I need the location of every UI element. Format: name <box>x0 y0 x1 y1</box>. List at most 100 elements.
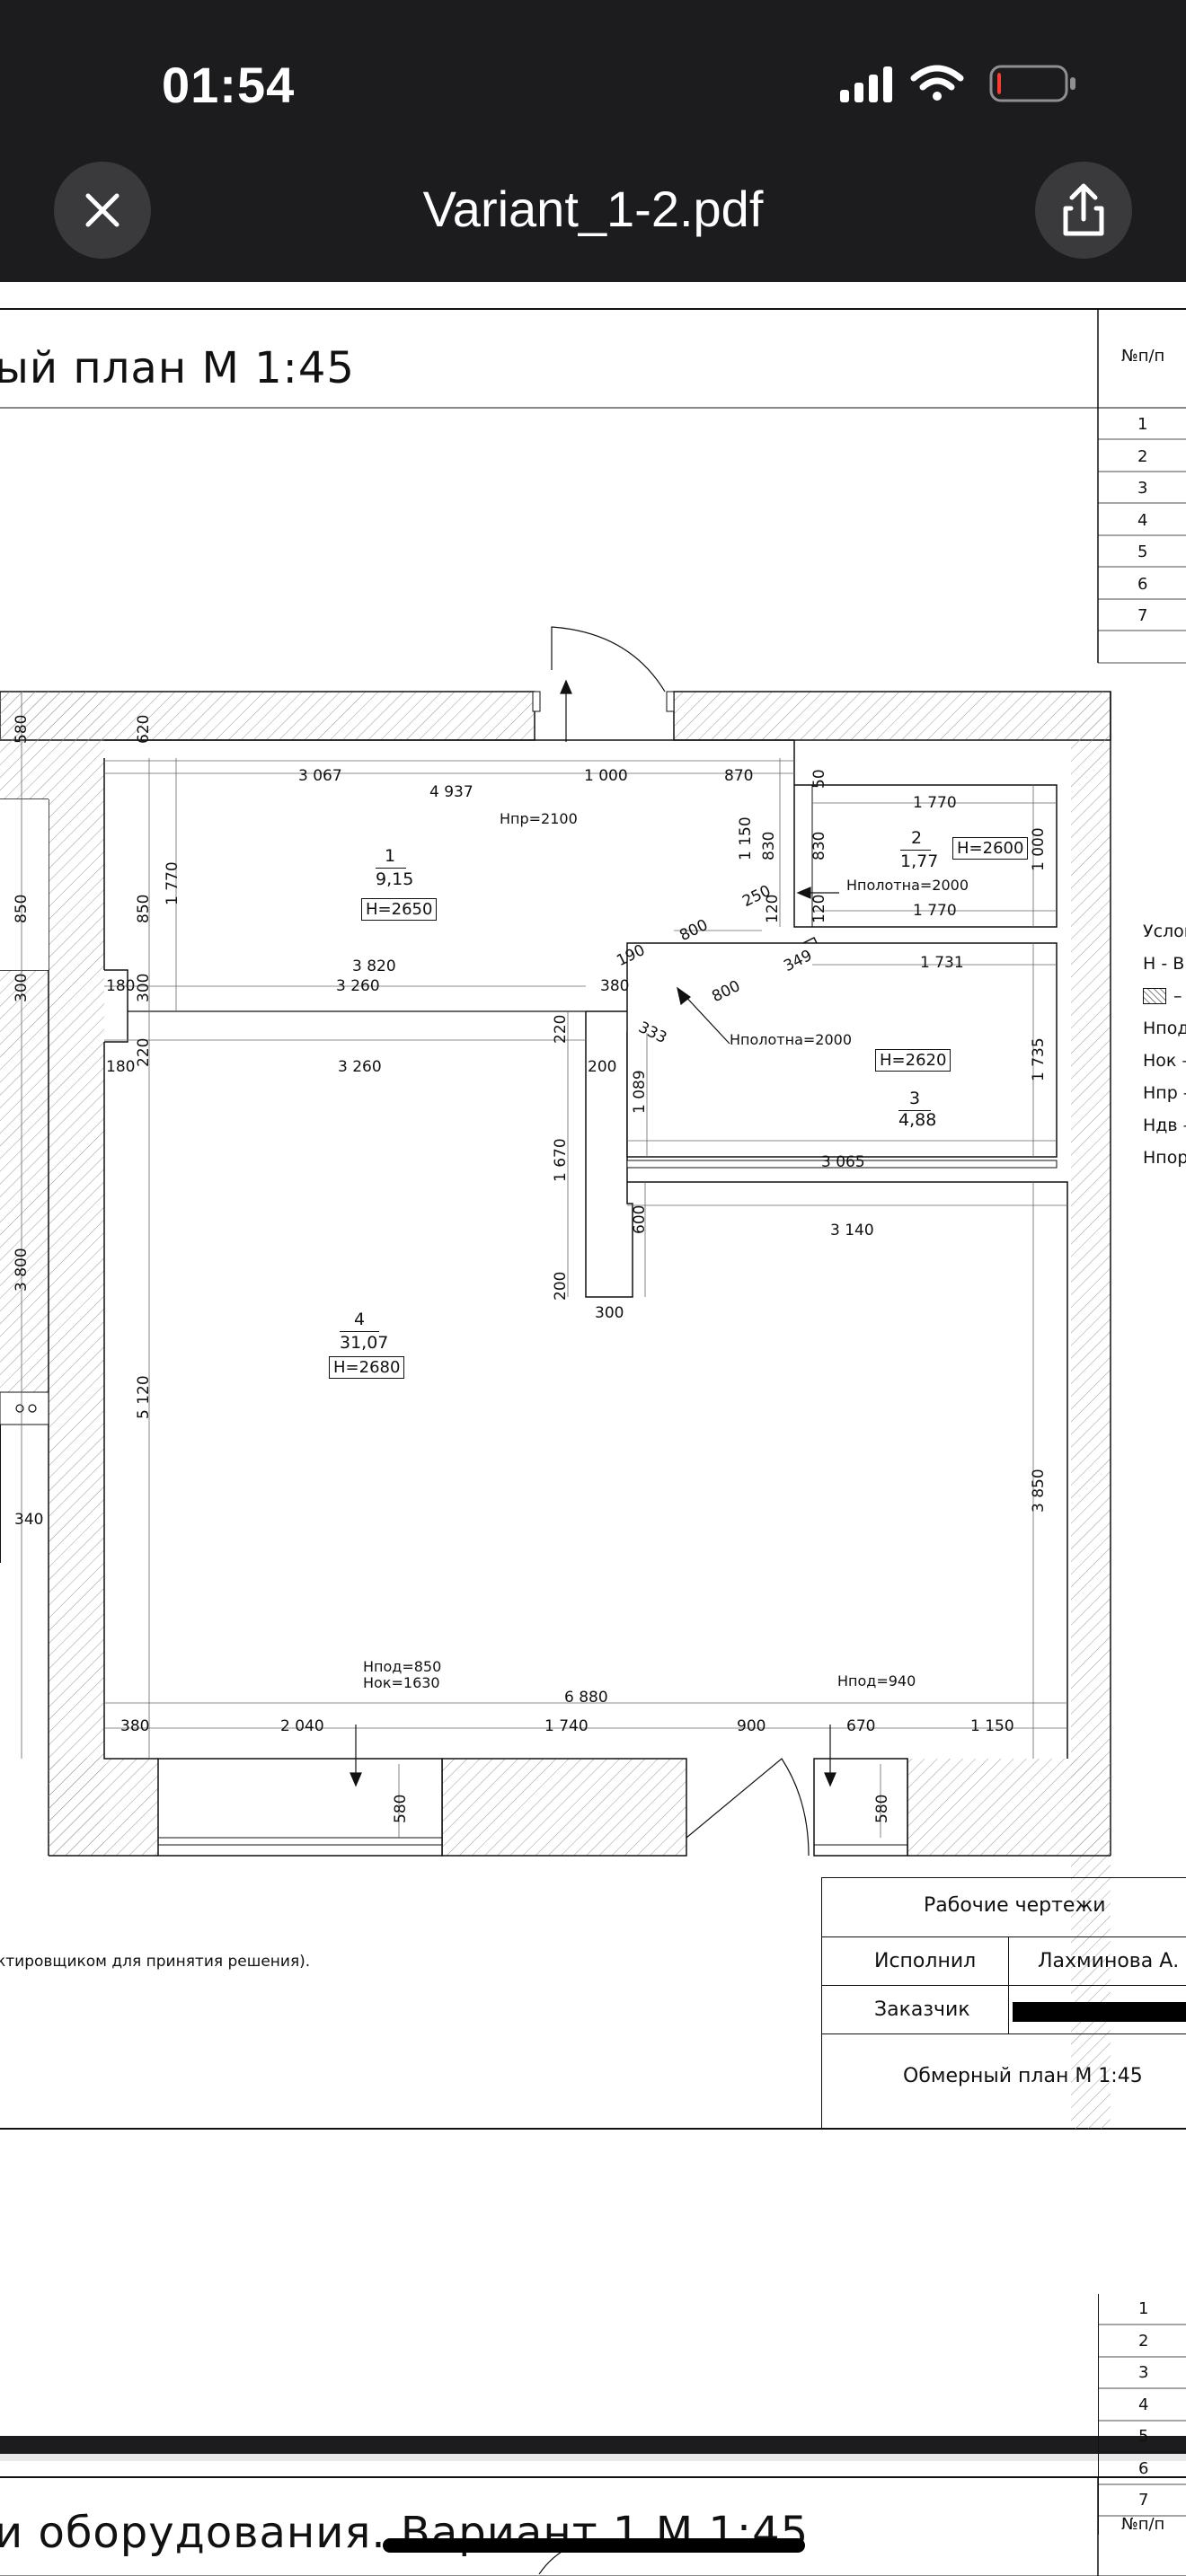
dimension-label: 200 <box>588 1058 617 1076</box>
note: Нпр=2100 <box>500 810 578 827</box>
room-number: 1 <box>385 846 396 866</box>
pdf-viewer[interactable]: ый план М 1:45 №п/п 1 2 3 4 5 6 7 Услов … <box>0 282 1186 2576</box>
page2-table-lines <box>1099 2324 1186 2517</box>
dimension-label: 1 740 <box>544 1717 589 1735</box>
legend-item: Н - В <box>1143 954 1185 974</box>
dimension-label: 850 <box>13 894 31 923</box>
room-divider <box>900 850 931 851</box>
room-number: 4 <box>354 1310 366 1329</box>
title-block-header: Рабочие чертежи <box>924 1894 1106 1917</box>
room-divider <box>376 868 406 869</box>
note: Нпод=850 <box>363 1658 442 1675</box>
dimension-label: 870 <box>724 767 754 785</box>
room-area: 4,88 <box>898 1110 937 1130</box>
status-icons <box>840 65 1075 102</box>
dimension-label: 220 <box>552 1014 570 1044</box>
dimension-label: 200 <box>552 1271 570 1301</box>
table-row: 2 <box>1138 2332 1149 2351</box>
executor-label: Исполнил <box>874 1950 977 1972</box>
room-divider <box>340 1331 379 1332</box>
dimension-label: 1 770 <box>913 794 957 812</box>
table-row: 1 <box>1138 2299 1149 2318</box>
dimension-label: 850 <box>135 894 153 923</box>
dimension-label: 3 800 <box>13 1248 31 1292</box>
table-row: 7 <box>1137 606 1148 625</box>
home-indicator[interactable] <box>383 2538 805 2553</box>
table-row: 5 <box>1138 2427 1149 2446</box>
dimension-label: 1 000 <box>1030 827 1048 871</box>
executor-name: Лахминова А. <box>1038 1950 1180 1972</box>
dimension-label: 340 <box>14 1511 44 1529</box>
dimension-label: 180 <box>106 1058 136 1076</box>
page-separator-shadow <box>0 2454 1186 2461</box>
executor-row: Исполнил Лахминова А. <box>822 1937 1186 1986</box>
dimension-label: 580 <box>13 714 31 744</box>
dimension-label: 300 <box>595 1304 624 1322</box>
table-row: 4 <box>1138 2395 1149 2414</box>
dimension-label: 1 150 <box>970 1717 1014 1735</box>
table-header: №п/п <box>1121 2515 1165 2534</box>
note: Нполотна=2000 <box>730 1031 853 1048</box>
title-block: Рабочие чертежи Исполнил Лахминова А. За… <box>821 1877 1186 2129</box>
dimension-label: 120 <box>810 894 828 923</box>
signal-bars-icon <box>840 66 892 102</box>
page2-table: 1 2 3 4 5 6 7 <box>1098 2294 1186 2535</box>
status-time: 01:54 <box>162 57 296 113</box>
dimension-label: 300 <box>135 973 153 1002</box>
note: Нпод=940 <box>837 1672 916 1689</box>
room-area: 31,07 <box>340 1333 389 1353</box>
dimension-label: 830 <box>760 831 778 860</box>
room-area: 9,15 <box>376 869 414 889</box>
dimension-label: 120 <box>764 894 782 923</box>
dimension-label: 1 089 <box>631 1070 649 1114</box>
battery-low-icon <box>989 65 1075 102</box>
dimension-label: 5 120 <box>135 1375 153 1419</box>
table-header: №п/п <box>1121 347 1165 366</box>
sheet-title: ый план М 1:45 <box>0 343 355 393</box>
dimension-label: 1 150 <box>737 816 755 860</box>
table-row: 6 <box>1138 2459 1149 2478</box>
table-row: 5 <box>1137 543 1148 561</box>
legend-item: Ндв – <box>1143 1116 1186 1135</box>
dimension-label: 580 <box>392 1794 410 1823</box>
dimension-label: 380 <box>600 977 630 995</box>
customer-label-cell: Заказчик <box>822 1986 1009 2034</box>
dimension-label: 620 <box>135 714 153 744</box>
customer-row: Заказчик <box>822 1986 1186 2034</box>
legend-item: Нпор – <box>1143 1148 1186 1168</box>
legend-item: Нпод – <box>1143 1019 1186 1038</box>
room-height: H=2680 <box>329 1356 405 1379</box>
legend-item: Услов <box>1143 922 1186 941</box>
table-row: 2 <box>1137 447 1148 466</box>
dimension-label: 3 067 <box>298 767 342 785</box>
customer-label: Заказчик <box>874 1998 970 2021</box>
dimension-label: 2 040 <box>280 1717 324 1735</box>
legend-item: Нок – <box>1143 1051 1186 1071</box>
share-icon <box>1063 183 1104 236</box>
dimension-label: 1 670 <box>552 1138 570 1182</box>
table-row: 1 <box>1137 415 1148 434</box>
dimension-label: 1 731 <box>920 954 964 972</box>
legend-item: Нпр – <box>1143 1083 1186 1103</box>
footnote: ктировщиком для принятия решения). <box>0 1953 311 1971</box>
room-divider <box>898 1110 931 1111</box>
close-button[interactable] <box>54 162 151 259</box>
dimension-label: 380 <box>120 1717 150 1735</box>
share-button[interactable] <box>1035 162 1132 259</box>
table-row: 3 <box>1137 479 1148 498</box>
table-row: 4 <box>1137 511 1148 530</box>
dimension-label: 6 880 <box>564 1689 608 1707</box>
room-height: H=2620 <box>875 1049 951 1072</box>
dimension-label: 1 735 <box>1030 1037 1048 1081</box>
dimension-label: 670 <box>846 1717 876 1735</box>
room-number: 2 <box>911 828 923 848</box>
dimension-label: 300 <box>13 973 31 1002</box>
table-row: 7 <box>1138 2491 1149 2510</box>
dimension-label: 220 <box>135 1037 153 1067</box>
dimension-label: 3 260 <box>338 1058 382 1076</box>
dimension-label: 1 000 <box>584 767 628 785</box>
dimension-label: 3 140 <box>830 1222 874 1239</box>
sheet-name: Обмерный план М 1:45 <box>903 2065 1143 2087</box>
dimension-label: 580 <box>873 1794 891 1823</box>
wifi-icon <box>910 65 964 101</box>
